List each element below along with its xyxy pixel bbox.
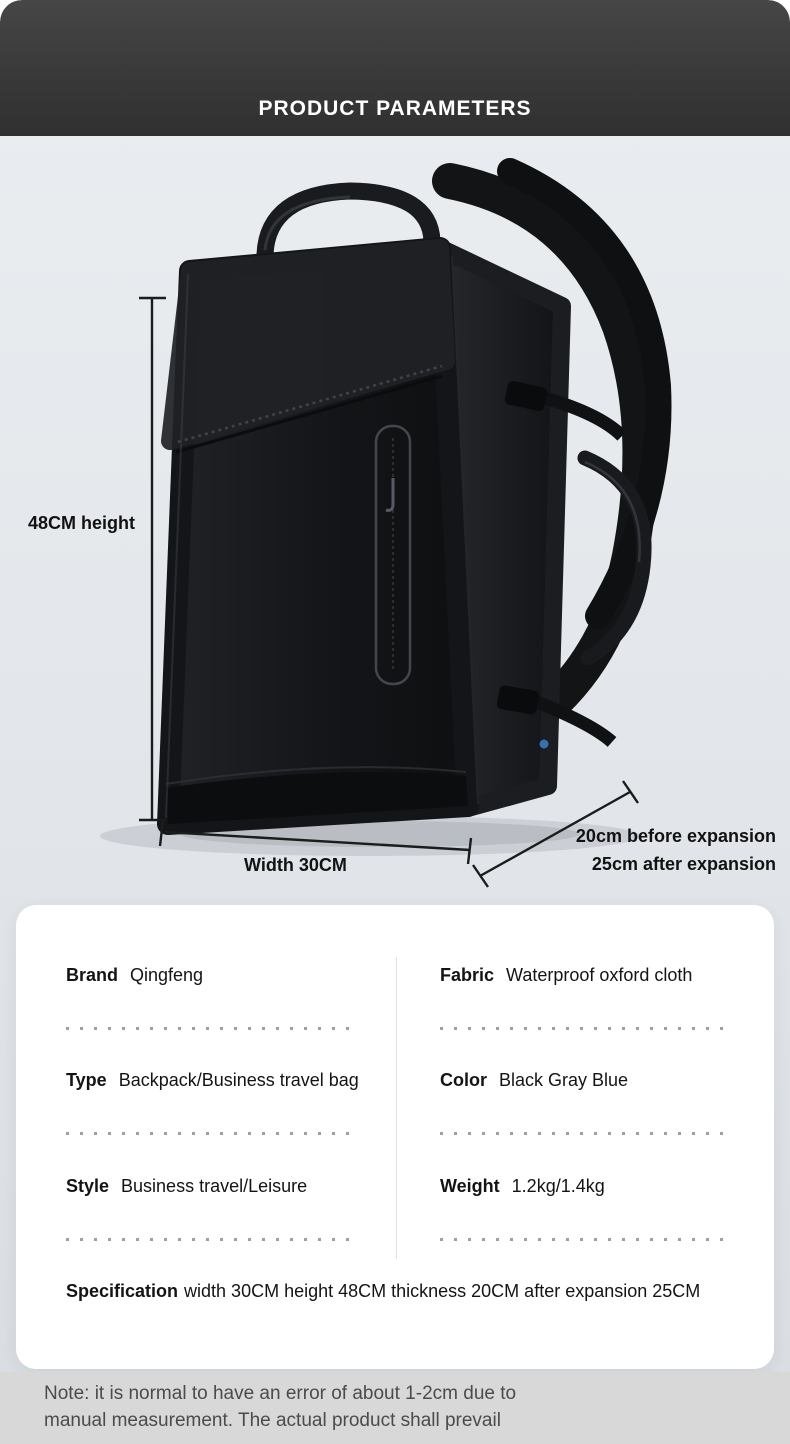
spec-style-label: Style [66,1176,110,1196]
spec-specification-value: width 30CM height 48CM thickness 20CM af… [184,1281,701,1301]
depth-dimension-line [472,780,639,888]
spec-fabric-label: Fabric [440,965,495,985]
depth-label: 20cm before expansion 25cm after expansi… [576,822,776,878]
spec-fabric: Fabric Waterproof oxford cloth [440,965,692,986]
spec-style-value: Business travel/Leisure [121,1176,308,1196]
spec-weight-value: 1.2kg/1.4kg [511,1176,605,1196]
backpack-illustration [157,158,672,835]
spec-type-value: Backpack/Business travel bag [118,1070,359,1090]
height-label: 48CM height [28,513,136,533]
column-divider [396,957,397,1259]
depth-before-label: 20cm before expansion [575,826,776,846]
dimension-lines [139,296,639,888]
spec-brand-label: Brand [66,965,119,985]
spec-card: Brand Qingfeng Fabric Waterproof oxford cl… [16,905,774,1369]
spec-color-label: Color [440,1070,487,1090]
header-banner: PRODUCT PARAMETERS [0,0,790,136]
height-dimension-line [139,296,166,822]
backpack-photo [100,158,672,888]
shoulder-strap-2 [497,158,672,629]
spec-type: Type Backpack/Business travel bag [66,1070,359,1091]
shoulder-strap [432,163,659,719]
left-edge-highlight [165,273,189,819]
front-flap [161,239,455,450]
dotted-divider [66,1027,351,1030]
dotted-divider [440,1027,732,1030]
front-zip-pocket [374,424,412,686]
depth-after-label: 25cm after expansion [591,854,776,874]
dotted-divider [66,1238,351,1241]
spec-weight: Weight 1.2kg/1.4kg [440,1176,605,1197]
spec-brand: Brand Qingfeng [66,965,203,986]
dotted-divider [66,1132,351,1135]
page-title: PRODUCT PARAMETERS [258,97,532,120]
side-seam [451,255,479,805]
side-handle-highlight [584,460,641,563]
spec-weight-label: Weight [440,1176,500,1196]
note-band: Note: it is normal to have an error of a… [0,1372,790,1444]
side-handle [577,450,652,666]
spec-fabric-value: Waterproof oxford cloth [506,965,693,985]
compression-buckles [497,381,627,747]
bottom-band [166,772,468,824]
spec-color: Color Black Gray Blue [440,1070,628,1091]
spec-specification-label: Specification [66,1281,179,1301]
top-handle-highlight [263,195,351,251]
dotted-divider [440,1238,732,1241]
spec-style: Style Business travel/Leisure [66,1176,307,1197]
note-line-2: manual measurement. The actual product s… [44,1410,501,1431]
spec-brand-value: Qingfeng [130,965,204,985]
bottom-seam [165,766,467,785]
dotted-divider [440,1132,732,1135]
width-label: Width 30CM [244,855,347,875]
spec-color-value: Black Gray Blue [499,1070,629,1090]
spec-type-label: Type [66,1070,107,1090]
note-line-1: Note: it is normal to have an error of a… [44,1383,517,1404]
diagonal-seam [175,374,443,454]
width-dimension-line [158,819,473,865]
usb-port-icon [539,739,549,749]
